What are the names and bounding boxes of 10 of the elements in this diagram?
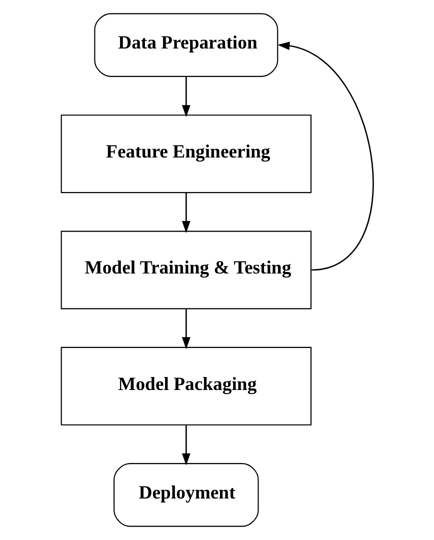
arrow (181, 309, 190, 350)
arrow (181, 425, 190, 466)
arrow (181, 76, 190, 118)
arrow (181, 192, 190, 234)
node-box: Model Training & Testing (60, 230, 312, 310)
node-box: Deployment (113, 463, 258, 527)
arrow (277, 42, 374, 271)
node-box: Feature Engineering (60, 114, 312, 194)
node-box: Model Packaging (60, 346, 312, 426)
node-box: Data Preparation (94, 13, 278, 77)
